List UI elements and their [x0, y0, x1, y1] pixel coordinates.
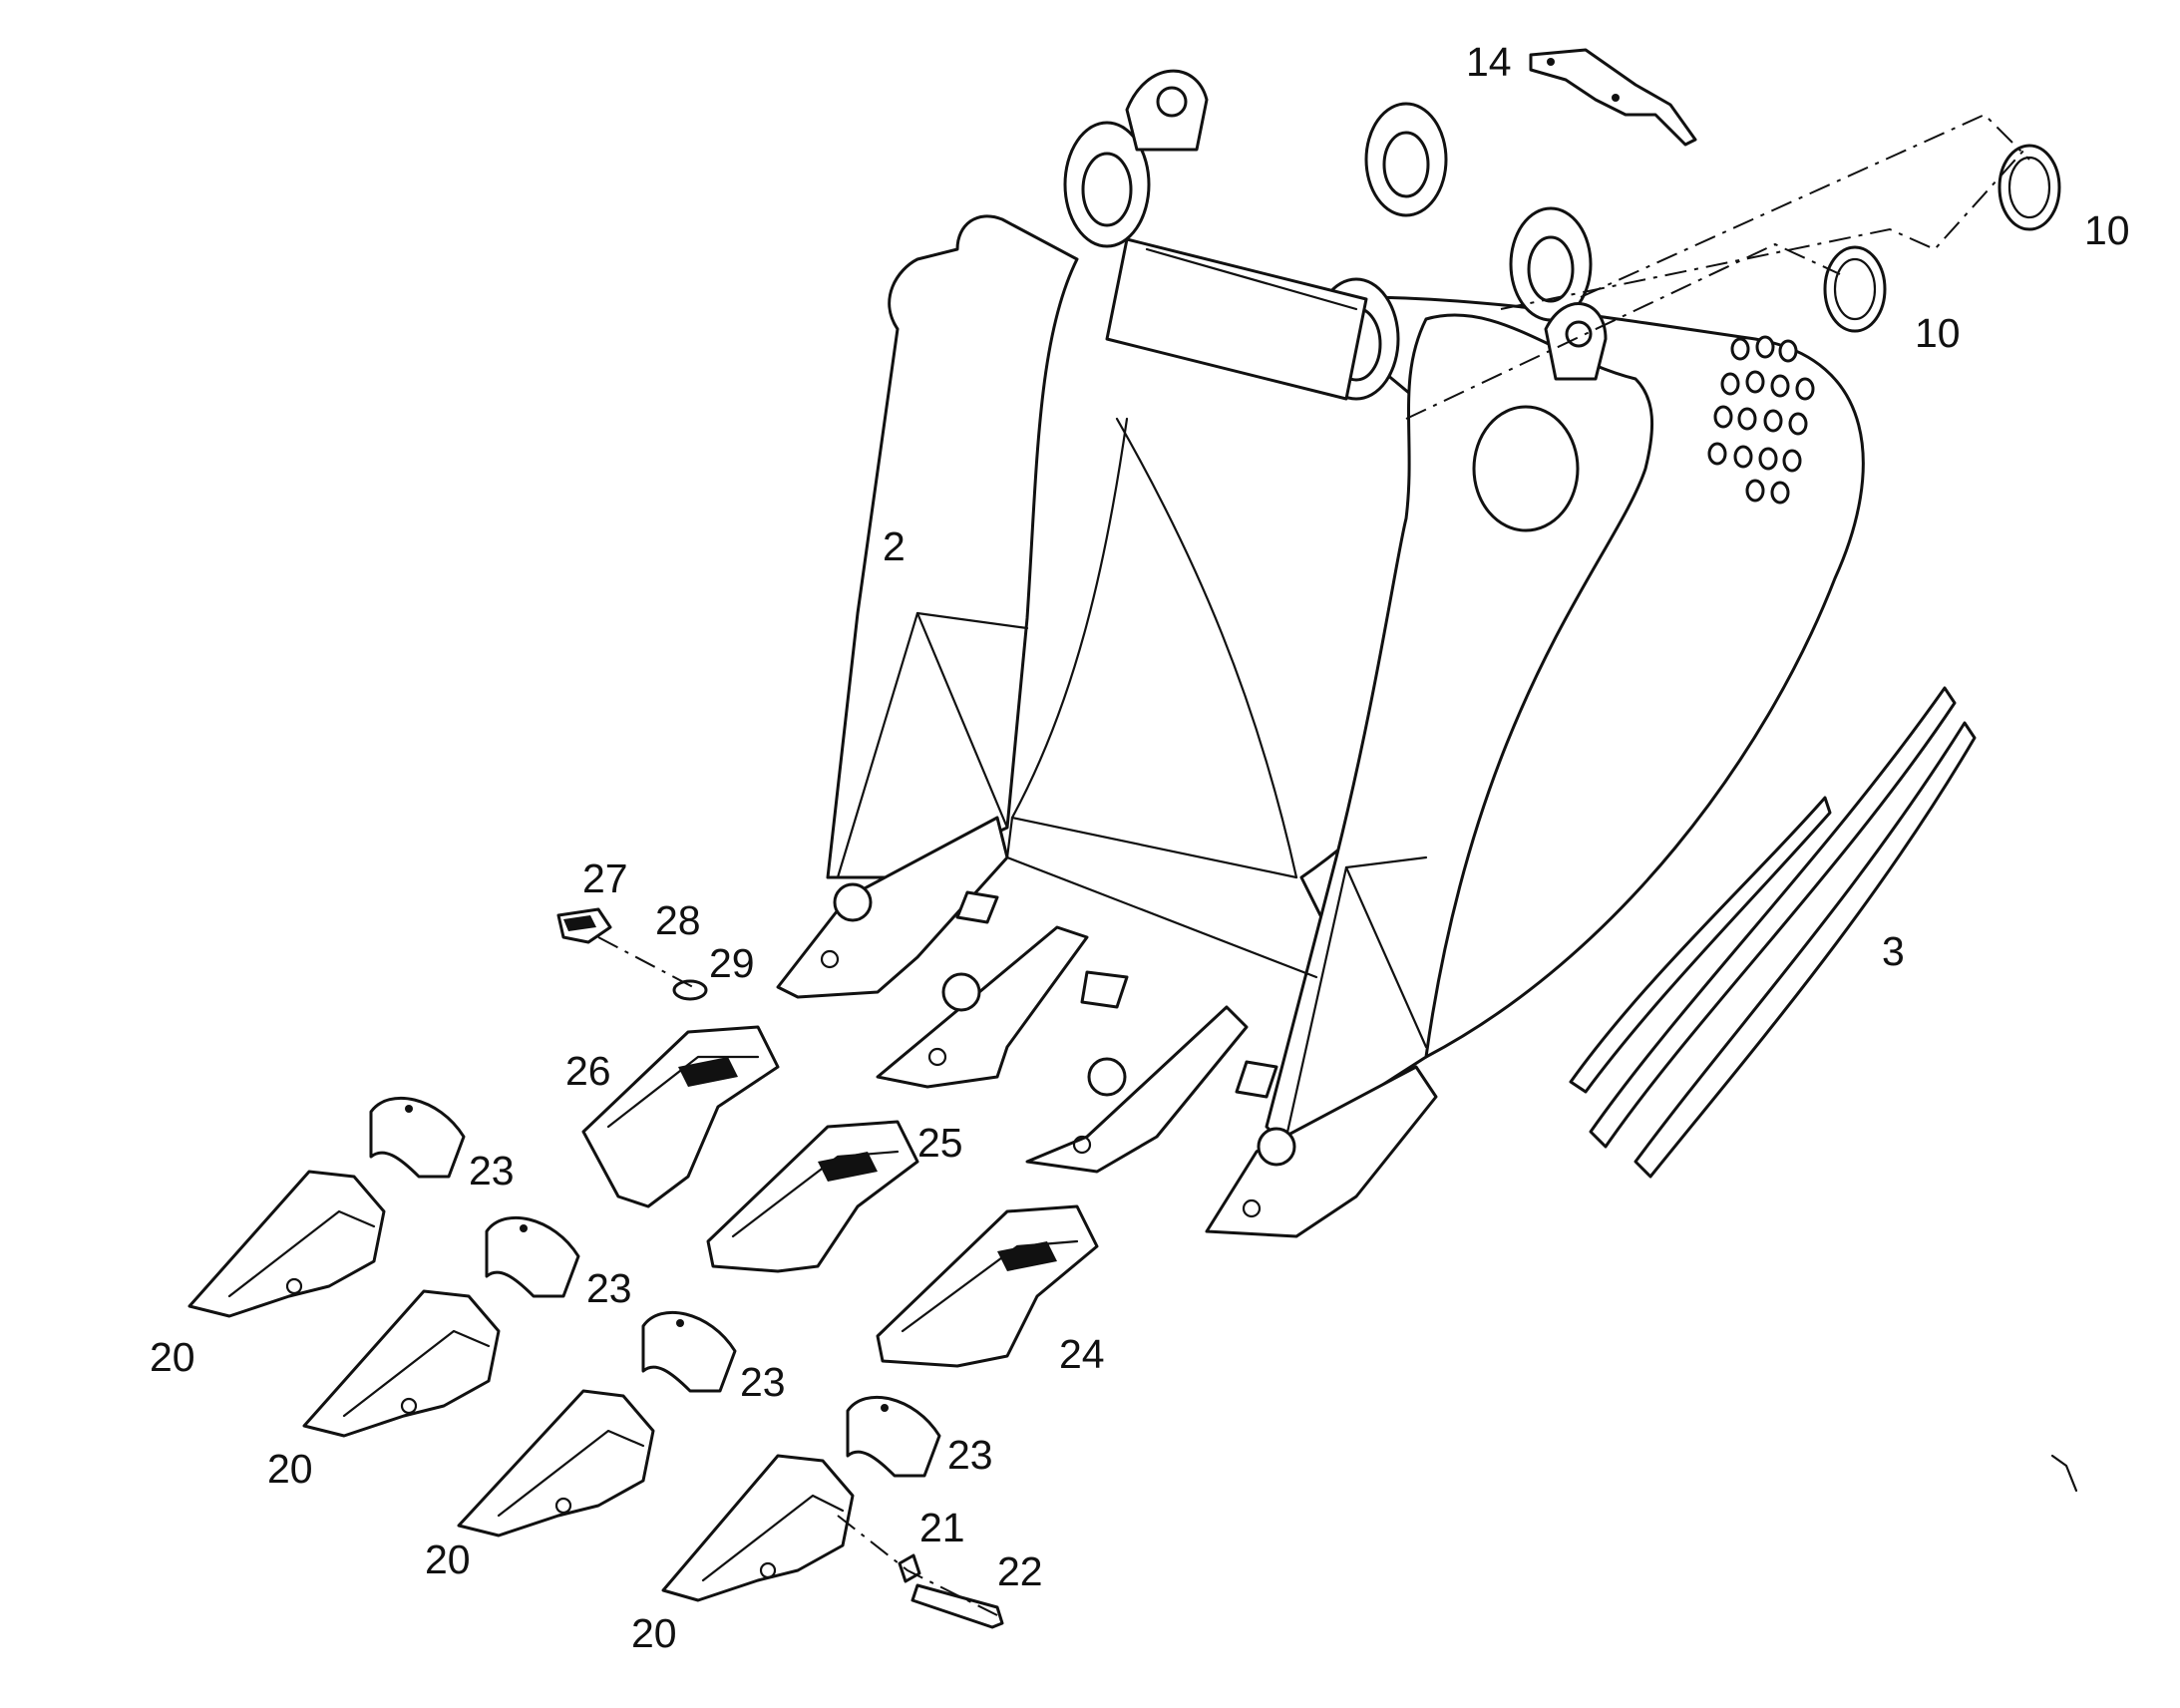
callout-27: 27 — [582, 855, 628, 901]
leader-lines — [597, 113, 2030, 1616]
callout-23-3: 23 — [740, 1359, 786, 1405]
lock-kit — [556, 907, 708, 1001]
callouts: 14 10 10 2 3 27 28 29 26 25 24 23 23 23 … — [150, 39, 2130, 1656]
callout-22: 22 — [997, 1548, 1043, 1594]
tooth-3 — [457, 1389, 655, 1537]
callout-3: 3 — [1882, 928, 1905, 974]
callout-20-2: 20 — [267, 1446, 313, 1492]
callout-23-2: 23 — [586, 1265, 632, 1311]
stray-marks — [2050, 1454, 2078, 1493]
callout-10-upper: 10 — [2084, 207, 2130, 253]
teeth — [187, 1170, 855, 1602]
callout-2: 2 — [883, 523, 906, 569]
callout-23-1: 23 — [469, 1148, 515, 1194]
callout-23-4: 23 — [947, 1432, 993, 1478]
shroud-24 — [876, 1204, 1099, 1368]
callout-10-lower: 10 — [1915, 310, 1961, 356]
part-14-bracket — [1529, 48, 1697, 147]
tooth-1 — [187, 1170, 386, 1318]
callout-24: 24 — [1059, 1331, 1105, 1377]
bucket-body — [826, 69, 1865, 1149]
callout-28: 28 — [655, 897, 701, 943]
callout-25: 25 — [917, 1120, 963, 1166]
shroud-25 — [706, 1120, 919, 1273]
callout-29: 29 — [709, 940, 755, 986]
side-protectors — [369, 1096, 941, 1478]
callout-20-4: 20 — [631, 1610, 677, 1656]
callout-20-1: 20 — [150, 1334, 195, 1380]
shroud-26 — [581, 1025, 780, 1208]
adapter-shrouds — [581, 1025, 1099, 1368]
tooth-2 — [302, 1289, 501, 1438]
callout-20-3: 20 — [425, 1537, 471, 1582]
callout-14: 14 — [1466, 39, 1512, 85]
part-10-caps — [1823, 144, 2061, 333]
tooth-4 — [661, 1454, 855, 1602]
callout-21: 21 — [919, 1505, 965, 1550]
vent-holes — [1707, 335, 1815, 505]
callout-26: 26 — [565, 1048, 611, 1094]
wear-strips — [1569, 686, 1977, 1179]
tooth-adapters — [776, 816, 1438, 1238]
